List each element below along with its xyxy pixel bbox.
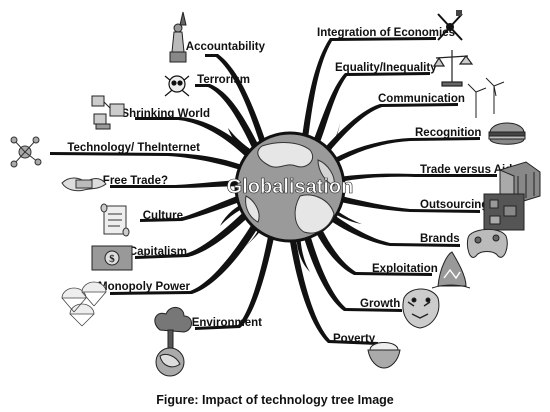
tiger-icon — [402, 288, 440, 329]
label-poverty: Poverty — [333, 333, 376, 345]
branch-recognition — [318, 137, 480, 172]
label-exploitation: Exploitation — [372, 263, 438, 275]
center-label: Globalisation — [227, 176, 354, 198]
crossed-tools-icon — [437, 10, 463, 41]
branch-monopoly-power — [110, 214, 264, 295]
branch-accountability — [205, 54, 268, 150]
branch-free-trade — [110, 180, 248, 188]
network-hub-icon — [10, 136, 42, 168]
label-trade-aid: Trade versus Aid — [420, 164, 512, 176]
label-communication: Communication — [378, 93, 465, 105]
tree-globe-icon — [154, 307, 192, 377]
label-integration: Integration of Economies — [317, 27, 455, 39]
label-free-trade: Free Trade? — [103, 175, 168, 187]
branch-brands — [316, 204, 460, 247]
label-capitalism: Capitalism — [129, 246, 187, 258]
globe-icon: Globalisation — [226, 131, 354, 243]
label-accountability: Accountability — [186, 41, 266, 53]
statue-of-liberty-icon — [169, 11, 187, 63]
label-outsourcing: Outsourcing — [420, 199, 488, 211]
rice-bowl-icon — [367, 342, 401, 369]
label-terrorism: Terrorism — [197, 74, 250, 86]
label-equality: Equality/Inequality — [335, 62, 437, 74]
circuit-board-icon — [483, 193, 525, 231]
scroll-icon — [100, 203, 130, 237]
game-controller-icon — [467, 229, 508, 258]
branch-poverty — [288, 226, 378, 345]
label-monopoly-power: Monopoly Power — [98, 281, 191, 293]
wind-turbines-icon — [467, 77, 505, 118]
label-technology: Technology/ TheInternet — [67, 142, 200, 154]
branch-trade-aid — [322, 173, 497, 186]
label-recognition: Recognition — [415, 127, 481, 139]
label-brands: Brands — [420, 233, 460, 245]
money-wings-icon — [61, 177, 107, 192]
branch-technology — [50, 152, 250, 172]
shark-icon — [431, 251, 471, 289]
label-culture: Culture — [143, 210, 183, 222]
dollar-bill-icon: $ — [91, 245, 133, 271]
figure-caption: Figure: Impact of technology tree Image — [156, 393, 394, 407]
parachutes-icon — [61, 281, 107, 327]
branch-shrinking-world — [135, 117, 256, 162]
label-environment: Environment — [192, 317, 262, 329]
branch-growth — [300, 220, 402, 312]
hamburger-icon — [488, 122, 526, 145]
label-growth: Growth — [360, 298, 400, 310]
branch-environment — [195, 226, 276, 330]
svg-text:$: $ — [109, 253, 115, 265]
balance-scale-icon — [432, 50, 474, 87]
computers-network-icon — [91, 95, 125, 130]
skull-crossbones-icon — [164, 75, 190, 97]
branch-exploitation — [308, 212, 432, 276]
branch-communication — [314, 103, 458, 164]
label-shrinking-world: Shrinking World — [121, 108, 210, 120]
branch-outsourcing — [322, 192, 480, 213]
